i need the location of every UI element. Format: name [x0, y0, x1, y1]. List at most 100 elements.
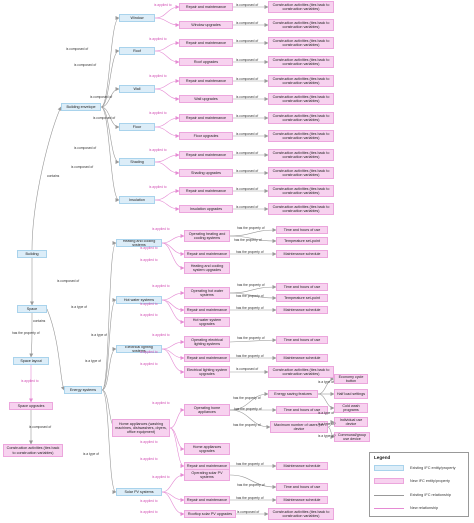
node-solar-pv: Solar PV systems [116, 488, 162, 496]
edge-connector [101, 347, 117, 391]
node-repair-wall: Repair and maintenance [179, 77, 233, 85]
edge-connector [161, 234, 185, 244]
node-maint-el: Maintenance schedule [276, 354, 328, 362]
edge-label: is composed of [236, 95, 259, 99]
node-construction-activities: Construction activities (ties back to co… [268, 56, 334, 68]
node-repair-floor: Repair and maintenance [179, 114, 233, 122]
edge-connector [161, 291, 185, 301]
node-construction-activities-el: Construction activities (ties back to co… [268, 366, 334, 378]
edge-label: is applied to [140, 362, 158, 366]
node-building-envelope: Building envelope [61, 103, 101, 111]
edge-label: has the property of [236, 294, 264, 298]
edge-label: is applied to [154, 3, 172, 7]
edge-label: has the property of [234, 238, 262, 242]
edge-label: is applied to [152, 284, 170, 288]
edge-label: is applied to [140, 258, 158, 262]
edge-connector [154, 126, 180, 138]
edge-label: has the property of [236, 306, 264, 310]
legend-label-new-rel: New relationship [410, 506, 439, 510]
edge-connector [317, 393, 335, 410]
node-half-load: Half load settings [334, 389, 368, 399]
edge-label: is a type of [71, 305, 87, 309]
edge-connector [31, 106, 62, 251]
node-construction-activities: Construction activities (ties back to co… [268, 149, 334, 161]
edge-connector [327, 420, 335, 428]
edge-connector [100, 106, 120, 202]
edge-connector [154, 161, 180, 175]
legend-line-existing [374, 495, 404, 496]
node-max-users: Maximum number of users per device [270, 421, 328, 433]
edge-connector [229, 228, 277, 237]
edge-connector [100, 106, 120, 164]
node-shading: Shading [119, 158, 155, 166]
node-construction-activities: Construction activities (ties back to co… [268, 93, 334, 105]
edge-label: is a type of? [318, 422, 336, 426]
node-economy-cycle: Economy cycle button [334, 374, 368, 384]
legend-label-existing-ifc: Existing IFC entity/property [410, 466, 456, 470]
edge-connector [161, 473, 185, 493]
edge-label: is applied to [152, 401, 170, 405]
node-maint-hw: Maintenance schedule [276, 306, 328, 314]
edge-label: is composed of [57, 279, 80, 283]
node-home-appliances: Home appliances (washing machines, dishw… [112, 419, 170, 437]
node-cold-wash: Cold wash programs [334, 403, 368, 413]
edge-label: is applied to [149, 74, 167, 78]
edge-label: is applied to [21, 379, 39, 383]
node-roof: Roof [119, 47, 155, 55]
edge-label: is composed of [74, 63, 97, 67]
node-op-heating-cooling: Operating heating and cooling systems [184, 230, 230, 242]
legend-line-new [374, 508, 404, 509]
edge-label: is a type of? [318, 434, 336, 438]
edge-label: is composed of [236, 58, 259, 62]
edge-label: is applied to [140, 350, 158, 354]
edge-connector [229, 235, 277, 243]
edge-connector [154, 17, 180, 27]
edge-label: is applied to [152, 333, 170, 337]
node-repair-heating-cooling: Repair and maintenance [184, 250, 230, 258]
node-insulation-upgrades: Insulation upgrades [179, 205, 233, 213]
node-upg-heating-cooling: Heating and cooling system upgrades [184, 262, 230, 274]
edge-connector [161, 348, 185, 360]
node-repair-hot-water: Repair and maintenance [184, 306, 230, 314]
node-construction-activities: Construction activities (ties back to co… [268, 1, 334, 13]
legend-swatch-existing [374, 465, 404, 471]
edge-label: is composed of [29, 425, 52, 429]
edge-label: is composed of [236, 39, 259, 43]
node-op-solar-pv: Operating solar PV systems [184, 469, 230, 481]
edge-label: is a type of [83, 452, 99, 456]
node-roof-upgrades: Roof upgrades [179, 58, 233, 66]
edge-label: is composed of [71, 165, 94, 169]
edge-label: has the property of [237, 283, 265, 287]
node-construction-activities: Construction activities (ties back to co… [268, 19, 334, 31]
node-upg-solar-pv: Rooftop solar PV upgrades [184, 510, 236, 518]
edge-label: is applied to [149, 185, 167, 189]
edge-connector [169, 427, 185, 468]
edge-label: contains [33, 319, 46, 323]
edge-connector [101, 298, 117, 391]
node-construction-activities: Construction activities (ties back to co… [268, 112, 334, 124]
edge-connector [154, 199, 180, 211]
edge-label: contains [47, 174, 60, 178]
edge-connector [317, 377, 335, 395]
node-temp-setpoint-hc: Temperature set-point [276, 237, 328, 245]
node-time-ha: Time and hours of use [276, 406, 328, 414]
edge-label: is composed of [236, 114, 259, 118]
edge-connector [161, 299, 185, 312]
node-repair-solar-pv: Repair and maintenance [184, 496, 230, 504]
node-energy-saving: Energy saving features [268, 390, 318, 398]
node-floor-upgrades: Floor upgrades [179, 132, 233, 140]
edge-connector [154, 41, 180, 52]
edge-label: is composed of [236, 187, 259, 191]
node-construction-activities: Construction activities (ties back to co… [268, 130, 334, 142]
edge-connector [161, 491, 185, 516]
edge-label: is a type of [318, 380, 334, 384]
edge-label: has the property of [237, 483, 265, 487]
node-electrical-lighting: Electrical lighting systems [116, 345, 162, 353]
node-hot-water: Hot water systems [116, 296, 162, 304]
node-temp-setpoint-hw: Temperature set-point [276, 294, 328, 302]
node-individual-use: Individual use device [334, 417, 368, 427]
edge-connector [154, 5, 180, 19]
edge-label: is composed of [74, 146, 97, 150]
edge-label: is applied to [149, 37, 167, 41]
